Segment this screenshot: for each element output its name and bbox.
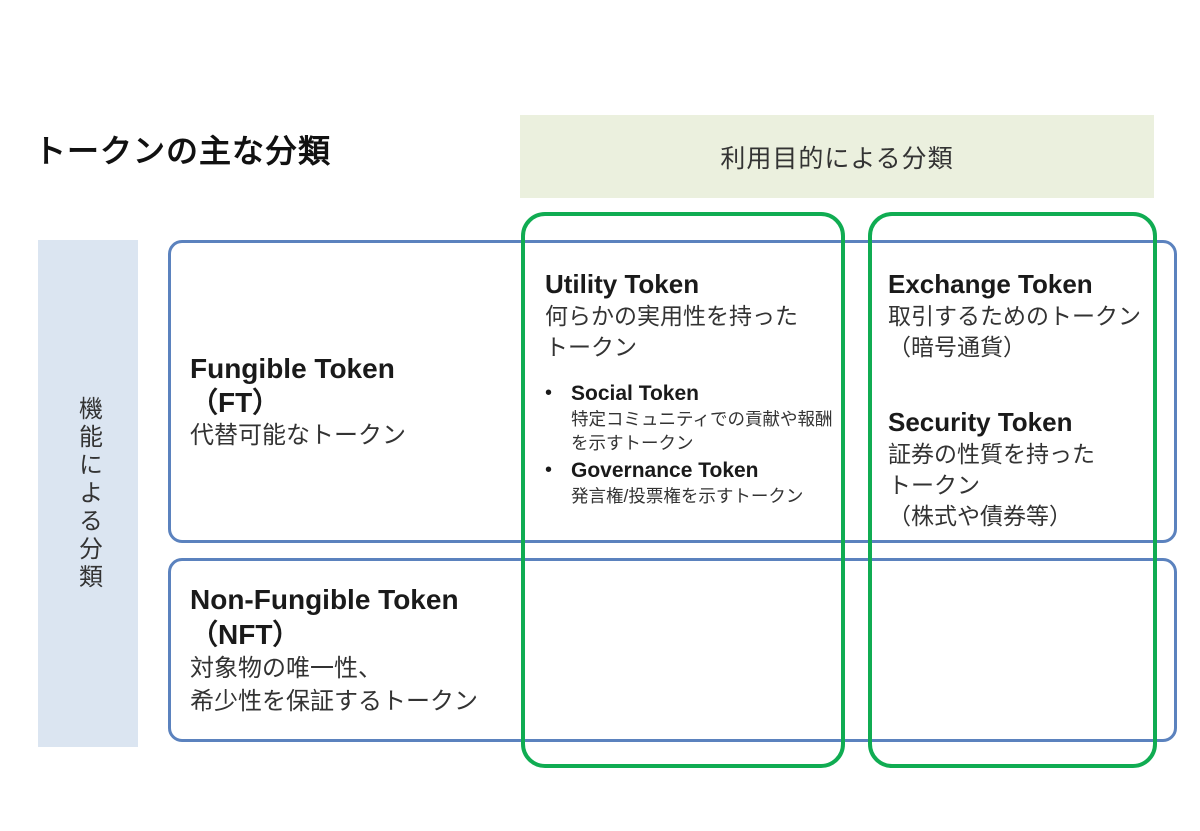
governance-token-desc: 発言権/投票権を示すトークン <box>571 486 804 506</box>
fungible-token-desc: 代替可能なトークン <box>190 422 406 449</box>
security-token-title: Security Token <box>888 407 1073 437</box>
fungible-token-row-outline <box>168 240 1177 543</box>
utility-token-bullet-list: • Social Token 特定コミュニティでの貢献や報酬を示すトークン • … <box>545 380 833 508</box>
non-fungible-token-abbr: （NFT） <box>190 619 301 650</box>
function-axis-label: 機能による分類 <box>74 395 102 592</box>
utility-token-text-block: Utility Token 何らかの実用性を持った トークン • Social … <box>545 268 833 508</box>
social-token-title: Social Token <box>571 382 699 405</box>
utility-token-column-outline <box>521 212 845 768</box>
exchange-token-desc-line-1: 取引するためのトークン <box>888 303 1141 329</box>
purpose-axis-header: 利用目的による分類 <box>520 115 1154 198</box>
exchange-token-column-outline <box>868 212 1157 768</box>
security-token-desc-line-2: トークン <box>888 472 980 498</box>
function-axis-header: 機能による分類 <box>38 240 138 747</box>
non-fungible-token-row-outline <box>168 558 1177 742</box>
security-token-desc-line-3: （株式や債券等） <box>888 503 1072 529</box>
social-token-desc: 特定コミュニティでの貢献や報酬を示すトークン <box>571 409 833 453</box>
utility-token-desc-line-2: トークン <box>545 334 637 360</box>
fungible-token-text-block: Fungible Token （FT） 代替可能なトークン <box>190 352 406 452</box>
exchange-token-text-block: Exchange Token 取引するためのトークン （暗号通貨） Securi… <box>888 268 1150 532</box>
exchange-token-title: Exchange Token <box>888 269 1093 299</box>
bullet-icon: • <box>545 459 553 481</box>
utility-token-desc-line-1: 何らかの実用性を持った <box>545 303 798 329</box>
governance-token-bullet-item: • Governance Token 発言権/投票権を示すトークン <box>545 457 833 508</box>
non-fungible-token-name: Non-Fungible Token <box>190 584 459 615</box>
utility-token-title: Utility Token <box>545 269 700 299</box>
fungible-token-abbr: （FT） <box>190 387 281 418</box>
non-fungible-token-desc-line-2: 希少性を保証するトークン <box>190 688 478 715</box>
non-fungible-token-desc-line-1: 対象物の唯一性、 <box>190 655 382 682</box>
bullet-icon: • <box>545 382 553 404</box>
purpose-axis-label: 利用目的による分類 <box>720 144 954 173</box>
exchange-token-desc-line-2: （暗号通貨） <box>888 334 1026 360</box>
social-token-bullet-item: • Social Token 特定コミュニティでの貢献や報酬を示すトークン <box>545 380 833 455</box>
fungible-token-name: Fungible Token <box>190 353 395 384</box>
non-fungible-token-text-block: Non-Fungible Token （NFT） 対象物の唯一性、 希少性を保証… <box>190 582 478 718</box>
security-token-desc-line-1: 証券の性質を持った <box>888 441 1095 467</box>
governance-token-title: Governance Token <box>571 459 759 482</box>
page-title: トークンの主な分類 <box>34 133 332 169</box>
